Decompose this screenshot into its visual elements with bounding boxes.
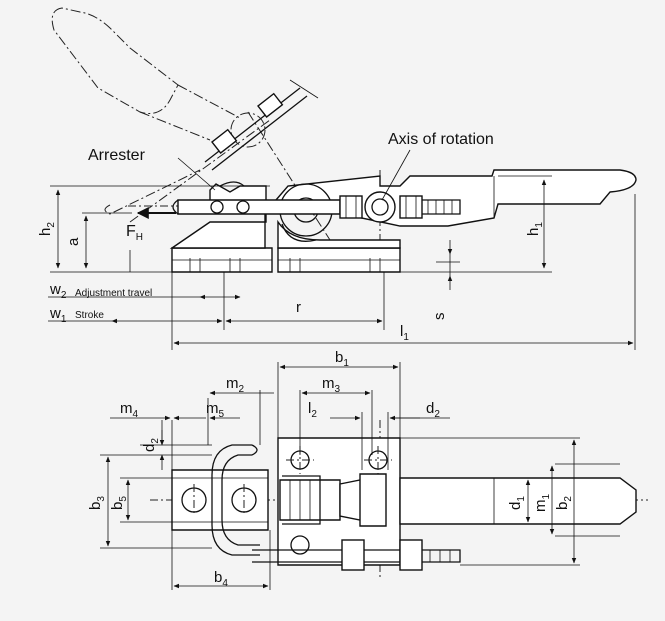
stroke-label: Stroke [75, 310, 104, 321]
top-view [100, 362, 648, 590]
dim-r-label: r [296, 299, 301, 316]
open-position-outline [51, 7, 331, 241]
dim-l2-label: l2 [308, 400, 317, 420]
arrester-block [171, 469, 269, 531]
base-plate [171, 247, 401, 273]
dim-a-label: a [65, 237, 82, 246]
handle-top [399, 477, 637, 525]
dim-m3-label: m3 [322, 375, 341, 395]
arrester-label: Arrester [88, 147, 146, 164]
axis-of-rotation-label: Axis of rotation [388, 131, 494, 148]
dim-b3-label: b3 [87, 496, 107, 510]
dim-h1-label: h1 [525, 222, 545, 236]
dim-b2-label: b2 [554, 496, 574, 510]
dim-m1-label: m1 [532, 494, 552, 513]
dim-s-label: s [431, 313, 448, 321]
adjustment-travel-label: Adjustment travel [75, 288, 152, 299]
dim-m5-label: m5 [206, 400, 225, 420]
dim-d1-label: d1 [507, 496, 527, 510]
dim-h2-label: h2 [37, 222, 57, 236]
open-position-spindle [204, 79, 319, 171]
dim-m4-label: m4 [120, 400, 139, 420]
dim-b4-label: b4 [214, 569, 228, 589]
dim-w1-label: w1 [49, 305, 67, 325]
dim-m2-label: m2 [226, 375, 245, 395]
dim-w2-label: w2 [49, 281, 67, 301]
dim-d2-top-label: d2 [426, 400, 440, 420]
side-view [48, 7, 637, 350]
spindle [172, 191, 461, 223]
force-label: FH [126, 223, 143, 243]
dim-b1-label: b1 [335, 349, 349, 369]
dim-l1-label: l1 [400, 323, 409, 343]
dim-d2-label: d2 [141, 438, 161, 452]
dim-b5-label: b5 [109, 496, 129, 510]
